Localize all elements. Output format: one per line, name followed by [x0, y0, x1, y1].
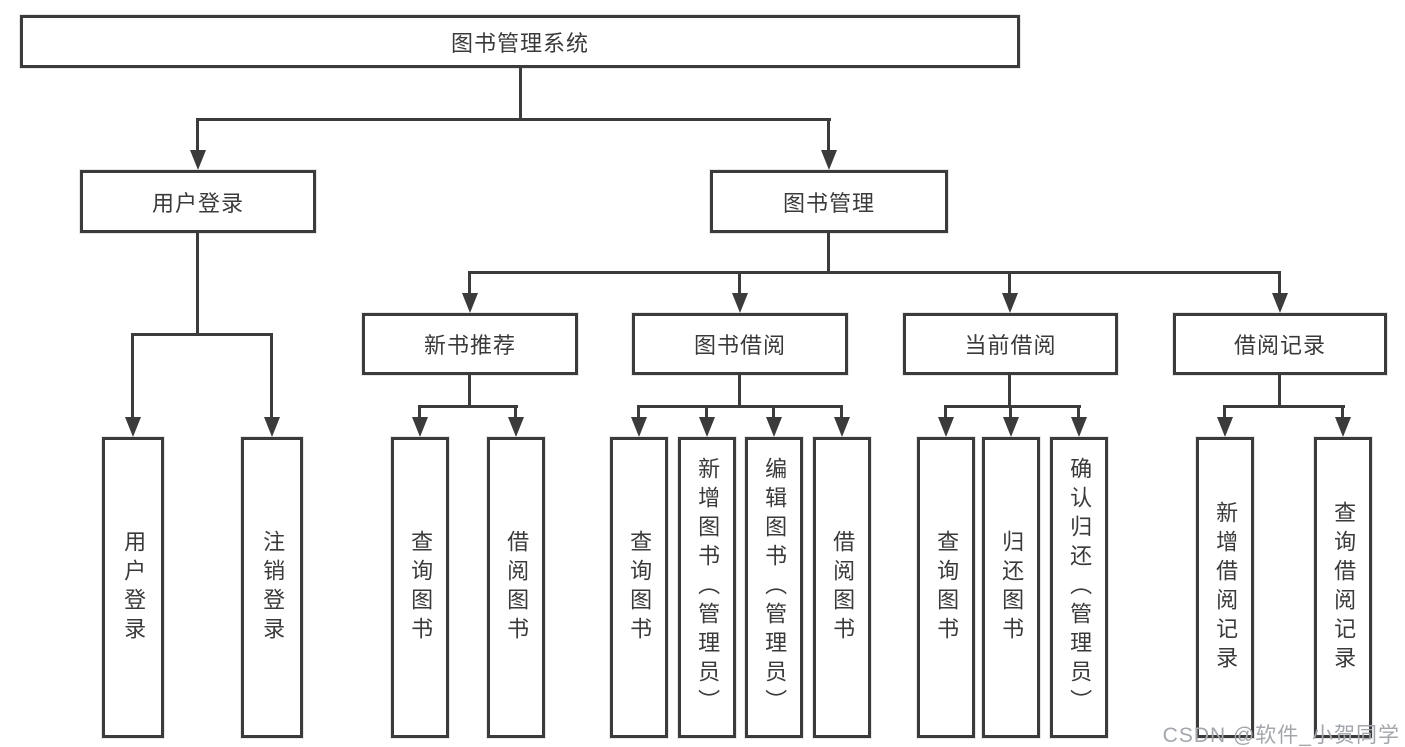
connector-drop-borrow-record: [1278, 271, 1281, 297]
connector-drop-leaf-user-login: [131, 333, 134, 421]
node-user-login: 用户登录: [80, 170, 316, 233]
leaf-bb-edit-book-admin: 编辑图书（管理员）: [745, 437, 803, 738]
arrowhead-cb-query-icon: [938, 417, 954, 437]
leaf-br-add-record: 新增借阅记录: [1196, 437, 1254, 738]
arrowhead-leaf-logout-icon: [264, 417, 280, 437]
leaf-label-nb-query-book: 查询图书: [408, 529, 434, 646]
arrowhead-leaf-user-login-icon: [125, 417, 141, 437]
connector-drop-cb-return: [1009, 405, 1012, 419]
connector-new-book-stem: [468, 375, 471, 408]
leaf-user-login: 用户登录: [102, 437, 164, 738]
node-library-management-system: 图书管理系统: [20, 15, 1020, 68]
connector-book-borrow-stem: [738, 375, 741, 408]
arrowhead-bb-query-icon: [631, 417, 647, 437]
connector-drop-bb-query: [637, 405, 640, 419]
arrowhead-cb-return-icon: [1003, 417, 1019, 437]
leaf-label-logout: 注销登录: [260, 529, 286, 646]
connector-drop-leaf-logout: [270, 333, 273, 421]
leaf-label-cb-confirm-return-admin: 确认归还（管理员）: [1067, 457, 1093, 718]
leaf-label-bb-add-book-admin: 新增图书（管理员）: [695, 457, 721, 718]
node-label-root: 图书管理系统: [450, 30, 589, 56]
leaf-label-cb-query-book: 查询图书: [934, 529, 960, 646]
leaf-label-cb-return-book: 归还图书: [999, 529, 1025, 646]
node-label-book-borrowing: 图书借阅: [693, 333, 786, 358]
leaf-cb-query-book: 查询图书: [917, 437, 975, 738]
leaf-br-query-record: 查询借阅记录: [1314, 437, 1372, 738]
node-label-new-book-recommend: 新书推荐: [423, 333, 516, 358]
connector-borrow-record-hbar: [1223, 405, 1345, 408]
node-label-borrowing-records: 借阅记录: [1233, 333, 1326, 358]
leaf-label-bb-borrow-book: 借阅图书: [830, 529, 856, 646]
arrowhead-book-mgmt-icon: [821, 150, 837, 170]
connector-book-borrow-hbar: [637, 405, 843, 408]
leaf-label-br-add-record: 新增借阅记录: [1213, 500, 1239, 675]
connector-drop-nb-borrow: [514, 405, 517, 419]
leaf-bb-add-book-admin: 新增图书（管理员）: [678, 437, 736, 738]
connector-user-login-hbar: [131, 333, 273, 336]
connector-drop-book-mgmt: [827, 118, 830, 152]
connector-book-mgmt-stem: [827, 233, 830, 274]
leaf-cb-confirm-return-admin: 确认归还（管理员）: [1050, 437, 1108, 738]
node-book-borrowing: 图书借阅: [632, 313, 848, 375]
leaf-nb-borrow-book: 借阅图书: [487, 437, 545, 738]
connector-drop-cb-query: [944, 405, 947, 419]
connector-current-borrow-hbar: [944, 405, 1081, 408]
leaf-label-br-query-record: 查询借阅记录: [1331, 500, 1357, 675]
arrowhead-br-query-icon: [1335, 417, 1351, 437]
node-book-management: 图书管理: [710, 170, 948, 233]
arrowhead-bb-borrow-icon: [834, 417, 850, 437]
connector-drop-current-borrow: [1008, 271, 1011, 297]
connector-drop-bb-add: [705, 405, 708, 419]
connector-current-borrow-stem: [1008, 375, 1011, 408]
connector-drop-new-book-rec: [468, 271, 471, 297]
node-label-current-borrowing: 当前借阅: [964, 333, 1057, 358]
connector-borrow-record-stem: [1278, 375, 1281, 408]
connector-drop-bb-edit: [772, 405, 775, 419]
arrowhead-user-login-icon: [190, 150, 206, 170]
arrowhead-bb-edit-icon: [766, 417, 782, 437]
arrowhead-cb-confirm-icon: [1071, 417, 1087, 437]
connector-drop-user-login: [196, 118, 199, 152]
connector-root-stem: [519, 68, 522, 119]
arrowhead-bb-add-icon: [699, 417, 715, 437]
leaf-logout: 注销登录: [241, 437, 303, 738]
arrowhead-book-borrow-icon: [732, 293, 748, 313]
connector-new-book-hbar: [418, 405, 518, 408]
node-borrowing-records: 借阅记录: [1173, 313, 1387, 375]
node-label-user-login: 用户登录: [151, 190, 244, 216]
node-current-borrowing: 当前借阅: [903, 313, 1118, 375]
connector-drop-bb-borrow: [840, 405, 843, 419]
node-new-book-recommend: 新书推荐: [362, 313, 578, 375]
connector-drop-br-add: [1223, 405, 1226, 419]
arrowhead-nb-borrow-icon: [508, 417, 524, 437]
arrowhead-borrow-record-icon: [1272, 293, 1288, 313]
leaf-label-user-login: 用户登录: [121, 529, 147, 646]
arrowhead-br-add-icon: [1217, 417, 1233, 437]
leaf-bb-query-book: 查询图书: [610, 437, 668, 738]
connector-drop-cb-confirm: [1077, 405, 1080, 419]
leaf-bb-borrow-book: 借阅图书: [813, 437, 871, 738]
leaf-nb-query-book: 查询图书: [391, 437, 449, 738]
leaf-cb-return-book: 归还图书: [982, 437, 1040, 738]
leaf-label-bb-query-book: 查询图书: [627, 529, 653, 646]
connector-root-hbar: [196, 118, 831, 121]
connector-drop-br-query: [1341, 405, 1344, 419]
arrowhead-nb-query-icon: [412, 417, 428, 437]
arrowhead-current-borrow-icon: [1002, 293, 1018, 313]
connector-drop-book-borrow: [738, 271, 741, 297]
node-label-book-management: 图书管理: [782, 190, 875, 216]
arrowhead-new-book-rec-icon: [462, 293, 478, 313]
connector-user-login-stem: [196, 233, 199, 335]
connector-book-mgmt-hbar: [468, 271, 1281, 274]
csdn-watermark: CSDN @软件_小贺同学: [1162, 724, 1400, 747]
connector-drop-nb-query: [418, 405, 421, 419]
leaf-label-nb-borrow-book: 借阅图书: [504, 529, 530, 646]
leaf-label-bb-edit-book-admin: 编辑图书（管理员）: [762, 457, 788, 718]
